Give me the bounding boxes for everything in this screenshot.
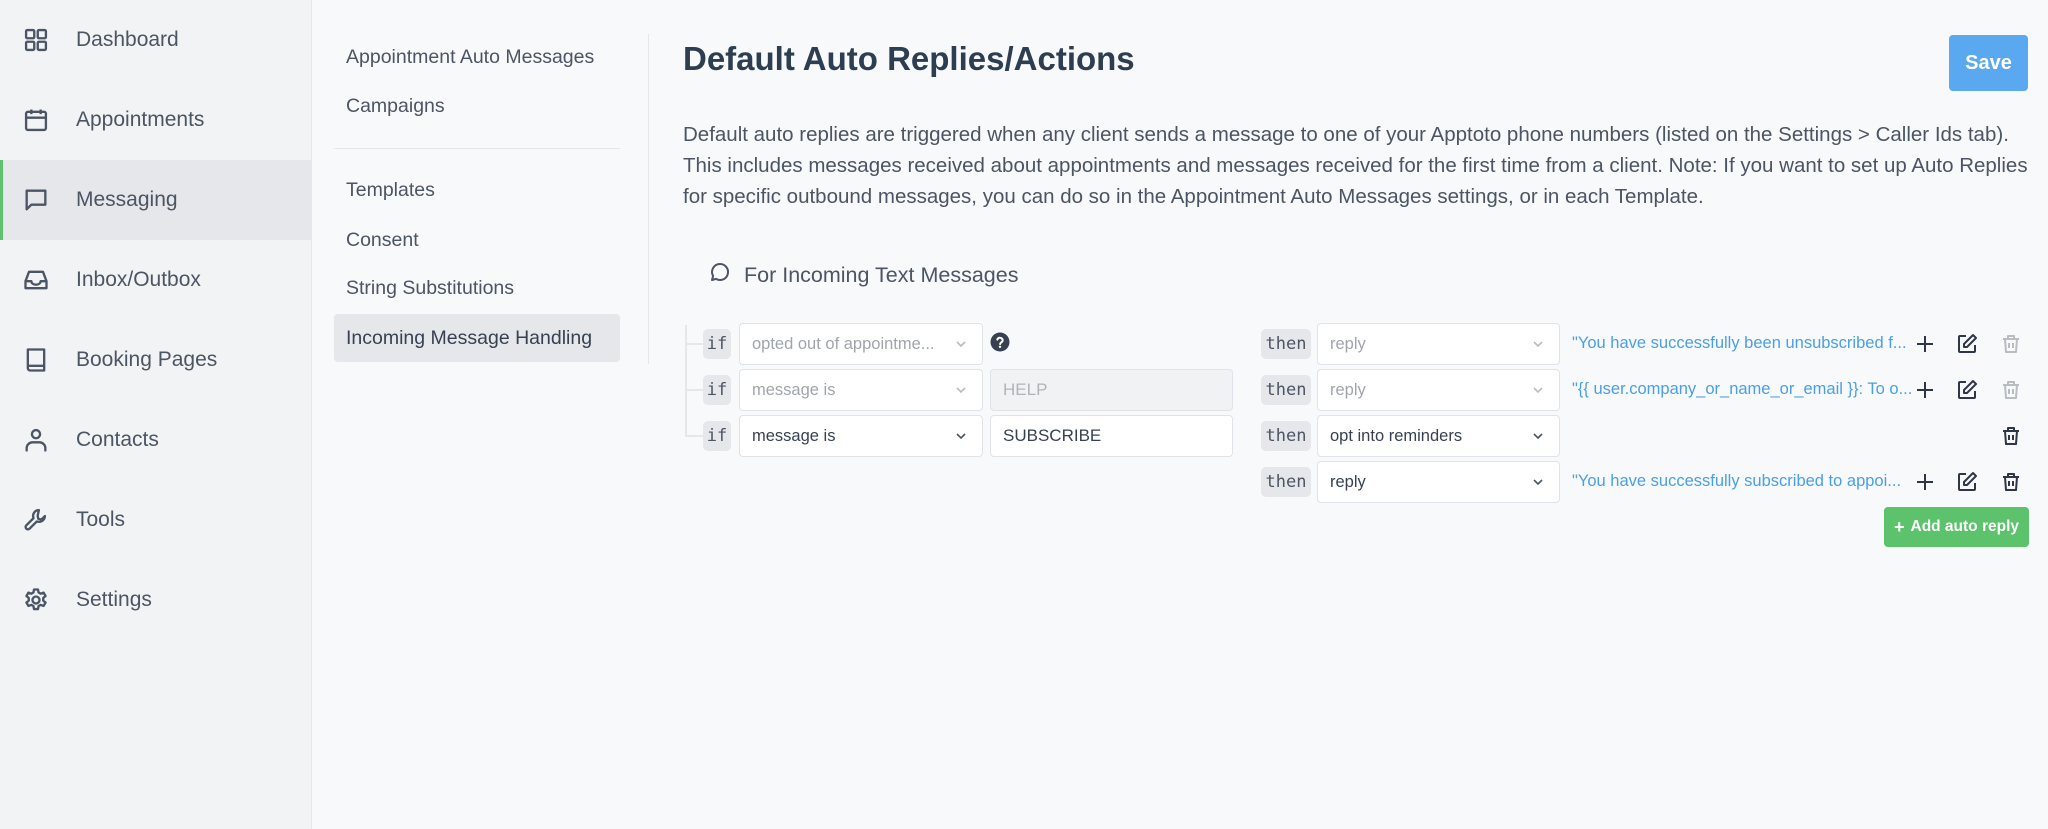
plus-icon[interactable] xyxy=(1913,378,1937,402)
plus-icon[interactable] xyxy=(1913,470,1937,494)
sidebar-item-label: Inbox/Outbox xyxy=(76,268,201,291)
help-icon[interactable] xyxy=(990,332,1010,352)
chevron-down-icon xyxy=(1533,387,1543,394)
save-button[interactable]: Save xyxy=(1949,35,2028,91)
action-select-3[interactable]: opt into reminders xyxy=(1317,415,1560,457)
calendar-icon xyxy=(22,106,50,134)
chevron-down-icon xyxy=(1533,341,1543,348)
chevron-down-icon xyxy=(956,387,966,394)
sidebar-item-tools[interactable]: Tools xyxy=(0,480,311,560)
tree-branch xyxy=(685,389,703,391)
then-keyword: then xyxy=(1261,467,1311,497)
action-select-value: reply xyxy=(1330,334,1366,353)
plus-icon: + xyxy=(1893,517,1905,537)
chevron-down-icon xyxy=(956,341,966,348)
plus-icon[interactable] xyxy=(1913,332,1937,356)
condition-value-input-help[interactable]: HELP xyxy=(990,369,1233,411)
tree-branch xyxy=(685,435,703,437)
then-keyword: then xyxy=(1261,329,1311,359)
grid-icon xyxy=(22,26,50,54)
condition-select-1[interactable]: opted out of appointme... xyxy=(739,323,983,365)
if-keyword: if xyxy=(703,375,731,405)
page-description: Default auto replies are triggered when … xyxy=(683,123,2028,208)
reply-message-link[interactable]: "{{ user.company_or_name_or_email }}: To… xyxy=(1572,380,1913,398)
if-keyword: if xyxy=(703,421,731,451)
sidebar-item-label: Messaging xyxy=(76,188,178,211)
if-keyword: if xyxy=(703,329,731,359)
tree-branch xyxy=(685,343,703,345)
sidebar-item-dashboard[interactable]: Dashboard xyxy=(0,0,311,80)
action-select-value: opt into reminders xyxy=(1330,426,1463,445)
edit-icon[interactable] xyxy=(1955,332,1979,356)
subnav-item-appointment-auto-messages[interactable]: Appointment Auto Messages xyxy=(346,45,595,68)
tree-connector xyxy=(685,325,687,437)
sidebar-item-label: Settings xyxy=(76,588,152,611)
messaging-subnav: Appointment Auto Messages Campaigns Temp… xyxy=(312,0,648,829)
message-icon xyxy=(22,186,50,214)
chevron-down-icon xyxy=(1533,479,1543,486)
sidebar-item-inbox-outbox[interactable]: Inbox/Outbox xyxy=(0,240,311,320)
add-auto-reply-label: Add auto reply xyxy=(1910,518,2020,535)
subnav-item-campaigns[interactable]: Campaigns xyxy=(346,94,445,117)
sidebar-item-label: Appointments xyxy=(76,108,205,131)
subnav-divider xyxy=(334,148,620,149)
main-sidebar: Dashboard Appointments Messaging Inbox/O… xyxy=(0,0,312,829)
chevron-down-icon xyxy=(1533,433,1543,440)
sidebar-item-label: Contacts xyxy=(76,428,159,451)
then-keyword: then xyxy=(1261,421,1311,451)
user-icon xyxy=(22,426,50,454)
sidebar-item-label: Dashboard xyxy=(76,28,179,51)
then-keyword: then xyxy=(1261,375,1311,405)
condition-select-value: message is xyxy=(752,380,836,399)
sidebar-item-booking-pages[interactable]: Booking Pages xyxy=(0,320,311,400)
add-auto-reply-button[interactable]: + Add auto reply xyxy=(1884,507,2029,547)
action-select-2[interactable]: reply xyxy=(1317,369,1560,411)
trash-icon xyxy=(1999,332,2023,356)
trash-icon xyxy=(1999,378,2023,402)
action-select-4[interactable]: reply xyxy=(1317,461,1560,503)
inbox-icon xyxy=(22,266,50,294)
condition-select-3[interactable]: message is xyxy=(739,415,983,457)
subnav-vertical-divider xyxy=(648,34,649,364)
section-header: For Incoming Text Messages xyxy=(708,260,1018,290)
condition-value-input-subscribe[interactable]: SUBSCRIBE xyxy=(990,415,1233,457)
condition-select-2[interactable]: message is xyxy=(739,369,983,411)
chevron-down-icon xyxy=(956,433,966,440)
sidebar-item-settings[interactable]: Settings xyxy=(0,560,311,640)
action-select-value: reply xyxy=(1330,380,1366,399)
section-title: For Incoming Text Messages xyxy=(744,262,1019,287)
trash-icon[interactable] xyxy=(1999,470,2023,494)
sidebar-item-label: Tools xyxy=(76,508,126,531)
reply-message-link[interactable]: "You have successfully been unsubscribed… xyxy=(1572,334,1907,352)
subnav-item-string-substitutions[interactable]: String Substitutions xyxy=(346,276,515,299)
condition-select-value: opted out of appointme... xyxy=(752,334,935,353)
wrench-icon xyxy=(22,506,50,534)
sidebar-item-messaging[interactable]: Messaging xyxy=(0,160,311,240)
subnav-item-consent[interactable]: Consent xyxy=(346,228,419,251)
edit-icon[interactable] xyxy=(1955,470,1979,494)
edit-icon[interactable] xyxy=(1955,378,1979,402)
chat-bubble-icon xyxy=(708,260,732,290)
book-icon xyxy=(22,346,50,374)
subnav-item-templates[interactable]: Templates xyxy=(346,178,435,201)
action-select-value: reply xyxy=(1330,472,1366,491)
subnav-item-incoming-message-handling[interactable]: Incoming Message Handling xyxy=(334,314,620,362)
reply-message-link[interactable]: "You have successfully subscribed to app… xyxy=(1572,472,1902,490)
sidebar-item-appointments[interactable]: Appointments xyxy=(0,80,311,160)
sidebar-item-contacts[interactable]: Contacts xyxy=(0,400,311,480)
gear-icon xyxy=(22,586,50,614)
trash-icon[interactable] xyxy=(1999,424,2023,448)
condition-select-value: message is xyxy=(752,426,836,445)
action-select-1[interactable]: reply xyxy=(1317,323,1560,365)
page-title: Default Auto Replies/Actions xyxy=(683,40,1135,77)
sidebar-item-label: Booking Pages xyxy=(76,348,218,371)
